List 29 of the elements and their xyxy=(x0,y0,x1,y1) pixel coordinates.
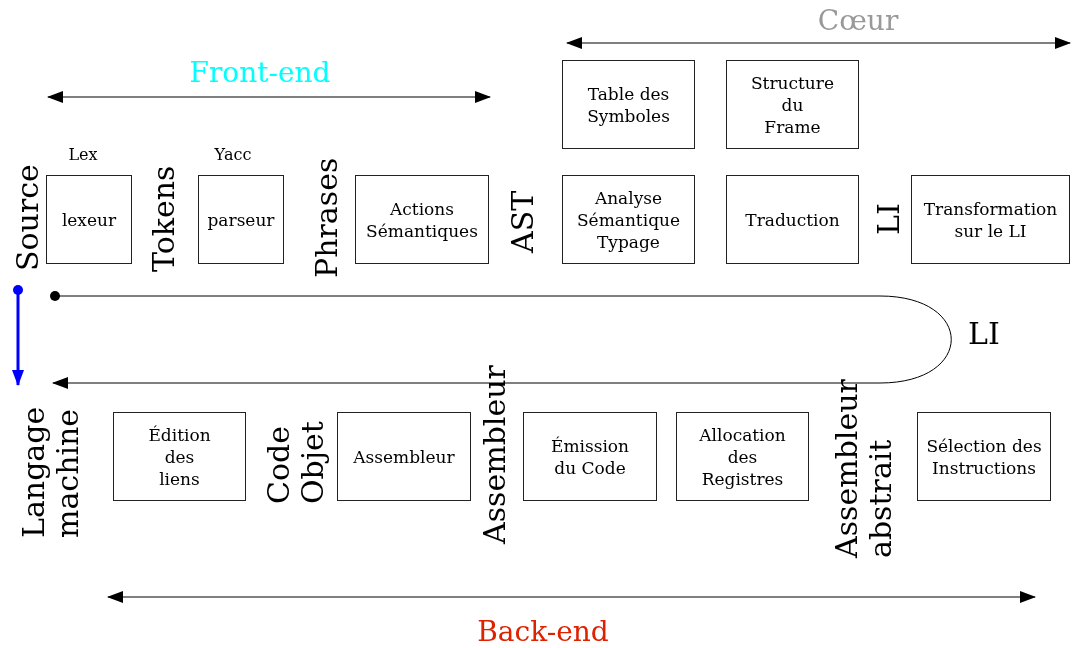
process-box: Émission du Code xyxy=(523,412,657,501)
process-box: Traduction xyxy=(726,175,859,264)
data-label: Phrases xyxy=(309,156,345,281)
data-label: Assembleur abstrait xyxy=(828,378,899,558)
process-box: Sélection des Instructions xyxy=(917,412,1051,501)
data-label: AST xyxy=(505,189,541,256)
section-title: Back-end xyxy=(476,614,610,648)
process-box: Structure du Frame xyxy=(726,60,859,149)
process-box: Analyse Sémantique Typage xyxy=(562,175,695,264)
section-title: Front-end xyxy=(188,56,332,90)
data-label: Assembleur xyxy=(477,364,513,547)
arrow xyxy=(12,285,24,386)
arrow xyxy=(50,291,952,389)
process-box: parseur xyxy=(198,175,284,264)
data-label: Code Objet xyxy=(260,420,331,504)
process-box: Allocation des Registres xyxy=(676,412,809,501)
process-box: Actions Sémantiques xyxy=(355,175,489,264)
process-box: Assembleur xyxy=(337,412,471,501)
tool-label: Yacc xyxy=(214,144,252,166)
process-box: Transformation sur le LI xyxy=(911,175,1070,264)
data-label: Tokens xyxy=(146,164,182,275)
tool-label: Lex xyxy=(68,144,98,166)
process-box: Édition des liens xyxy=(113,412,246,501)
stage-label: Langage machine xyxy=(14,386,88,538)
process-box: lexeur xyxy=(46,175,132,264)
stage-label: Source xyxy=(10,158,46,278)
process-box: Table des Symboles xyxy=(562,60,695,149)
section-title: Cœur xyxy=(816,4,900,38)
data-label: LI xyxy=(871,202,907,237)
